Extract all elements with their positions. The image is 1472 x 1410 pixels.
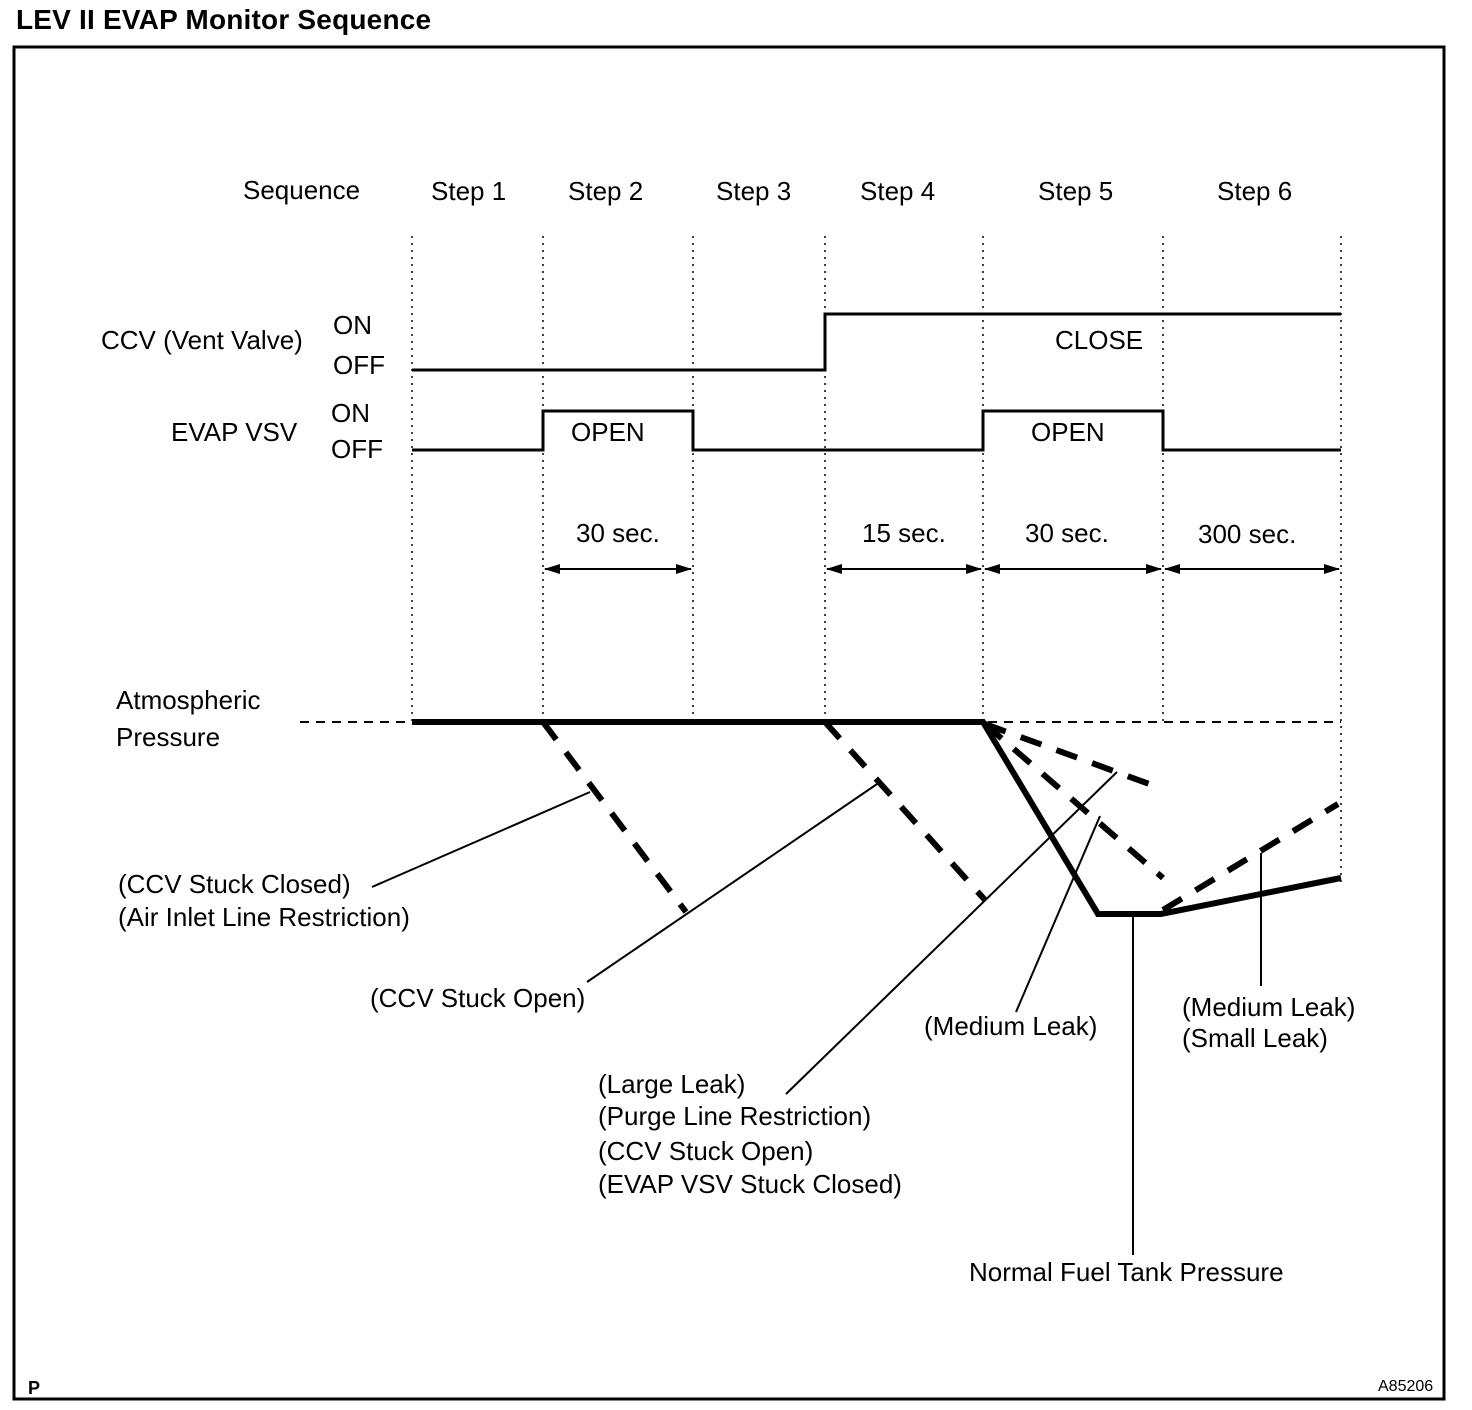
step-boundaries [411, 236, 1342, 885]
annotation-ccv-stuck-closed: (CCV Stuck Closed) [118, 869, 351, 899]
evap-vsv-off-label: OFF [331, 434, 383, 464]
ccv-signal-line [412, 312, 1341, 372]
normal-pressure-trace [412, 719, 1342, 917]
step-6-label: Step 6 [1217, 176, 1292, 206]
duration-step2: 30 sec. [576, 518, 660, 548]
step-3-label: Step 3 [716, 176, 791, 206]
atmospheric-label-line1: Atmospheric [116, 685, 261, 715]
annotation-ccv-stuck-open: (CCV Stuck Open) [370, 983, 585, 1013]
evap-vsv-open-step5: OPEN [1031, 417, 1105, 447]
diagram-frame [12, 45, 1446, 1401]
evap-vsv-on-label: ON [331, 398, 370, 428]
annotation-medium-leak: (Medium Leak) [924, 1011, 1097, 1041]
ccv-close-label: CLOSE [1055, 325, 1143, 355]
atmospheric-label-line2: Pressure [116, 722, 220, 752]
duration-step5: 30 sec. [1025, 518, 1109, 548]
sequence-label: Sequence [243, 175, 360, 205]
step-4-label: Step 4 [860, 176, 935, 206]
ccv-on-label: ON [333, 310, 372, 340]
step-1-label: Step 1 [431, 176, 506, 206]
large-leak-trace [983, 721, 1165, 792]
annotation-evap-vsv-stuck-closed: (EVAP VSV Stuck Closed) [598, 1169, 902, 1199]
annotation-large-leak: (Large Leak) [598, 1069, 745, 1099]
corner-label-left: P [28, 1378, 40, 1398]
ccv-label: CCV (Vent Valve) [101, 325, 303, 355]
ccv-off-label: OFF [333, 350, 385, 380]
medium-leak-trace-step5 [983, 721, 1165, 881]
duration-step6: 300 sec. [1198, 519, 1296, 549]
step-5-label: Step 5 [1038, 176, 1113, 206]
diagram-title: LEV II EVAP Monitor Sequence [16, 4, 432, 35]
figure-code: A85206 [1378, 1378, 1433, 1395]
leader-large-leak [785, 771, 1118, 1095]
evap-vsv-open-step2: OPEN [571, 417, 645, 447]
medium-small-leak-trace-step6 [1161, 801, 1340, 913]
annotation-purge-line-restriction: (Purge Line Restriction) [598, 1101, 871, 1131]
leader-ccv-stuck-closed [371, 791, 591, 888]
evap-vsv-signal-line [412, 409, 1341, 452]
annotation-medium-leak-2: (Medium Leak) [1182, 992, 1355, 1022]
leader-medium-leak [1015, 815, 1101, 1013]
evap-vsv-label: EVAP VSV [171, 417, 298, 447]
ccv-stuck-closed-trace [540, 720, 689, 914]
duration-step4: 15 sec. [862, 518, 946, 548]
annotation-ccv-stuck-open-2: (CCV Stuck Open) [598, 1136, 813, 1166]
ccv-stuck-open-trace [822, 719, 988, 903]
annotation-small-leak: (Small Leak) [1182, 1023, 1328, 1053]
annotation-normal-pressure: Normal Fuel Tank Pressure [969, 1257, 1284, 1287]
annotation-air-inlet-restriction: (Air Inlet Line Restriction) [118, 902, 410, 932]
leader-ccv-stuck-open [586, 781, 881, 983]
step-2-label: Step 2 [568, 176, 643, 206]
